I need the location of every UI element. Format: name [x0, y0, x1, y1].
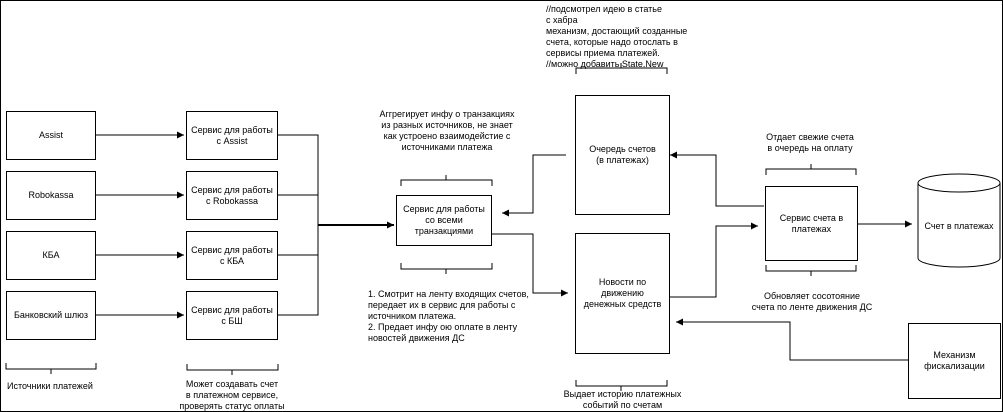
source-robokassa[interactable]: Robokassa [6, 171, 96, 220]
note-aggregator-bottom: 1. Смотрит на ленту входящих счетов, пер… [368, 289, 529, 343]
source-kba-label: КБА [42, 250, 60, 260]
brace-under-sources [5, 363, 97, 374]
edge-aggregator-to-news [492, 233, 568, 297]
database-account[interactable]: Счет в платежах [918, 196, 1000, 256]
edge-account-to-queue [670, 151, 764, 207]
source-robokassa-label: Robokassa [28, 190, 74, 200]
aggregator-service[interactable]: Сервис для работы со всеми транзакциями [396, 195, 492, 246]
source-assist-label: Assist [38, 130, 63, 140]
edge-news-to-account [670, 222, 758, 298]
source-assist[interactable]: Assist [6, 111, 96, 160]
service-bsh[interactable]: Сервис для работы с БШ [186, 291, 278, 340]
note-account-top: Отдает свежие счета в очередь на оплату [766, 132, 854, 153]
invoice-queue[interactable]: Очередь счетов (в платежах) [575, 95, 670, 215]
edge-robokassa-service-to-aggregator [278, 194, 319, 225]
edge-queue-to-aggregator [502, 154, 566, 217]
note-services-caption: Может создавать счет в платежном сервисе… [179, 379, 285, 411]
brace-under-aggregator [400, 263, 493, 274]
brace-over-aggregator [400, 175, 493, 186]
service-robokassa-label: Сервис для работы с Robokassa [191, 184, 273, 206]
fiscalization-mechanism-label: Механизм фискализации [924, 350, 985, 371]
service-assist[interactable]: Сервис для работы с Assist [186, 111, 278, 160]
brace-over-account [765, 164, 857, 175]
note-queue-top: //подсмотрел идею в статье с хабра механ… [546, 4, 688, 69]
service-robokassa[interactable]: Сервис для работы с Robokassa [186, 171, 278, 220]
invoice-queue-label: Очередь счетов (в платежах) [589, 144, 656, 165]
service-assist-label: Сервис для работы с Assist [191, 124, 273, 146]
edge-kba-service-to-aggregator [278, 225, 319, 256]
note-account-bottom: Обновляет сосотояние счета по ленте движ… [751, 291, 873, 312]
note-news-bottom: Выдает историю платежных событий по счет… [563, 389, 682, 410]
source-bank-gateway-label: Банковский шлюз [14, 310, 88, 320]
brace-under-services [186, 364, 279, 375]
aggregator-service-label: Сервис для работы со всеми транзакциями [403, 204, 485, 236]
account-service[interactable]: Сервис счета в платежах [765, 186, 858, 261]
edge-fiscal-to-news [676, 318, 908, 361]
service-kba-label: Сервис для работы с КБА [191, 244, 273, 266]
note-sources-caption: Источники платежей [7, 381, 93, 391]
money-movement-news[interactable]: Новости по движению денежных средств [575, 233, 670, 354]
service-kba[interactable]: Сервис для работы с КБА [186, 231, 278, 280]
account-service-label: Сервис счета в платежах [779, 212, 844, 234]
database-cylinder-shape [917, 173, 1001, 268]
brace-under-account [765, 265, 857, 276]
source-bank-gateway[interactable]: Банковский шлюз [6, 291, 96, 340]
brace-under-news [575, 380, 668, 391]
money-movement-news-label: Новости по движению денежных средств [583, 277, 662, 309]
service-bsh-label: Сервис для работы с БШ [191, 304, 273, 326]
note-aggregator-top: Аггрегирует инфу о транзакциях из разных… [379, 109, 515, 152]
database-account-label: Счет в платежах [924, 221, 994, 231]
brace-over-queue [575, 63, 668, 74]
source-kba[interactable]: КБА [6, 231, 96, 280]
fiscalization-mechanism[interactable]: Механизм фискализации [908, 323, 1001, 399]
edge-bsh-service-to-aggregator [278, 225, 319, 316]
